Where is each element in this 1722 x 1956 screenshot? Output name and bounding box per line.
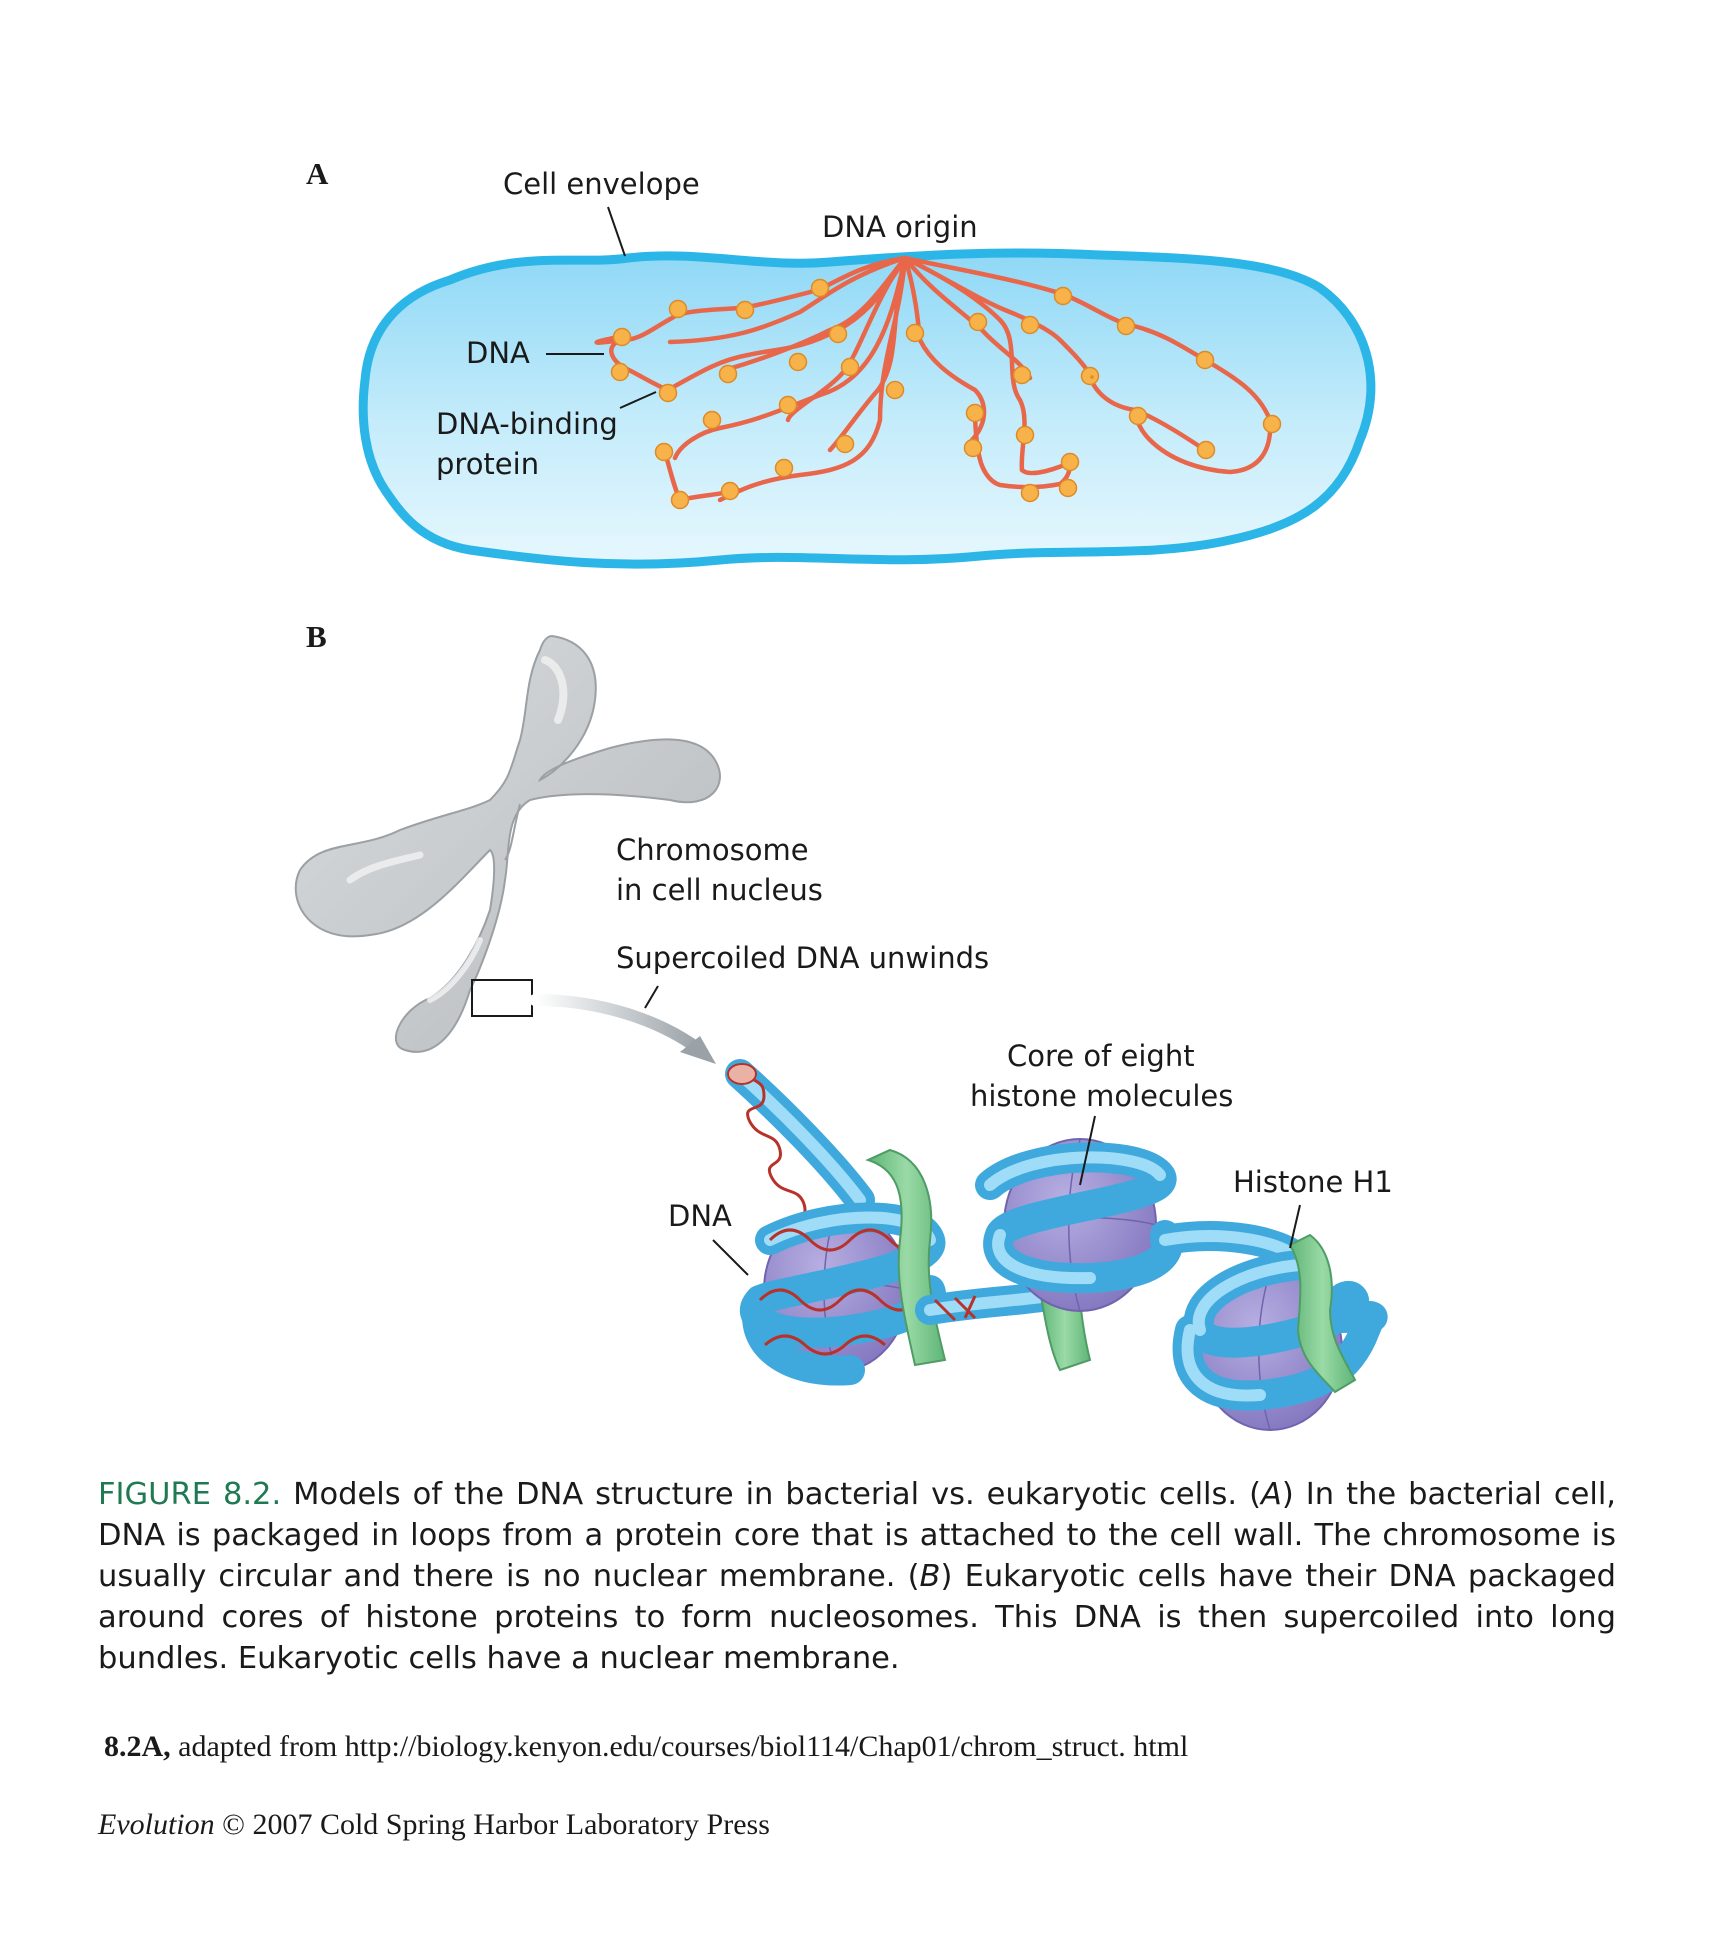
caption-text-1: Models of the DNA structure in bacterial… — [281, 1477, 1261, 1512]
label-dna-b: DNA — [668, 1199, 732, 1233]
nucleosome-fiber — [728, 1064, 1373, 1430]
label-core-line1: Core of eight — [1007, 1039, 1195, 1073]
caption-ref-b: B — [920, 1559, 941, 1594]
credit-label: 8.2A, — [104, 1730, 171, 1763]
figure-credit: 8.2A, adapted from http://biology.kenyon… — [104, 1730, 1188, 1764]
leader-supercoiled — [645, 986, 658, 1008]
label-supercoiled: Supercoiled DNA unwinds — [616, 941, 989, 975]
label-cell-envelope: Cell envelope — [503, 167, 700, 201]
figure-caption: FIGURE 8.2. Models of the DNA structure … — [98, 1474, 1616, 1679]
label-histone-h1: Histone H1 — [1233, 1165, 1393, 1199]
label-dna-binding-line2: protein — [436, 447, 539, 481]
copyright-text: © 2007 Cold Spring Harbor Laboratory Pre… — [215, 1808, 770, 1841]
credit-text: adapted from http://biology.kenyon.edu/c… — [171, 1730, 1189, 1763]
figure-illustration: A — [0, 0, 1722, 1460]
label-dna-origin: DNA origin — [822, 210, 978, 244]
leader-dna-b — [713, 1240, 748, 1275]
label-dna-binding-line1: DNA-binding — [436, 407, 618, 441]
label-dna-a: DNA — [466, 336, 530, 370]
leader-cell-envelope — [608, 207, 625, 256]
panel-a-letter: A — [306, 156, 329, 191]
label-core-line2: histone molecules — [970, 1079, 1233, 1113]
caption-ref-a: A — [1261, 1477, 1282, 1512]
figure-label: FIGURE 8.2. — [98, 1477, 281, 1512]
copyright-book-title: Evolution — [98, 1808, 215, 1841]
zoom-arrow — [535, 1000, 700, 1050]
panel-b-letter: B — [306, 619, 327, 654]
zoom-box — [472, 980, 532, 1016]
label-chromosome-line1: Chromosome — [616, 833, 809, 867]
label-chromosome-line2: in cell nucleus — [616, 873, 823, 907]
copyright-line: Evolution © 2007 Cold Spring Harbor Labo… — [98, 1808, 770, 1842]
